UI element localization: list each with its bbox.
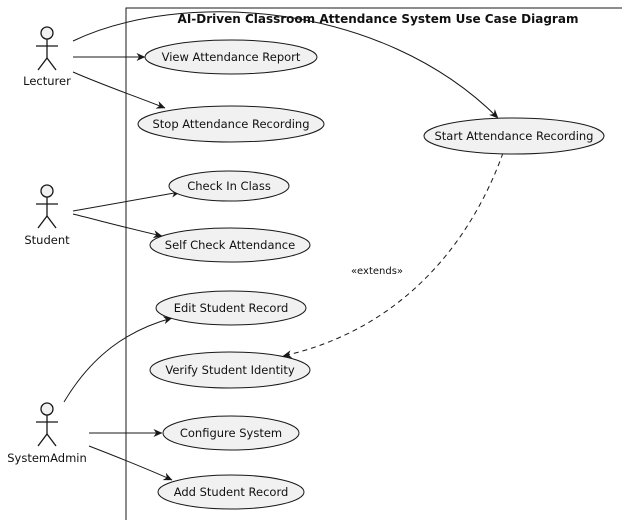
assoc-student-self-check <box>72 213 163 239</box>
use-case-add-record-label: Add Student Record <box>174 485 289 499</box>
use-case-self-check[interactable]: Self Check Attendance <box>149 227 311 263</box>
use-case-verify-identity-label: Verify Student Identity <box>165 363 294 377</box>
use-case-stop-recording-label: Stop Attendance Recording <box>152 117 309 131</box>
actor-student[interactable]: Student <box>24 184 70 247</box>
actor-student-label: Student <box>24 233 70 247</box>
extends-label: «extends» <box>351 266 403 277</box>
use-case-view-report[interactable]: View Attendance Report <box>144 39 318 75</box>
assoc-admin-add-record <box>88 445 173 481</box>
use-case-edit-record[interactable]: Edit Student Record <box>155 290 307 326</box>
diagram-title: AI-Driven Classroom Attendance System Us… <box>178 12 579 26</box>
assoc-admin-edit-record <box>63 316 173 403</box>
use-case-self-check-label: Self Check Attendance <box>165 238 295 252</box>
extends-start-to-verify <box>282 152 504 359</box>
lecturer-figure-icon <box>36 26 58 71</box>
use-case-view-report-label: View Attendance Report <box>162 50 301 64</box>
assoc-student-check-in <box>72 189 181 212</box>
assoc-lecturer-start-recording <box>72 11 499 119</box>
actor-system-admin-label: SystemAdmin <box>7 451 87 465</box>
actor-lecturer-label: Lecturer <box>23 74 71 88</box>
use-case-stop-recording[interactable]: Stop Attendance Recording <box>137 105 325 143</box>
use-case-verify-identity[interactable]: Verify Student Identity <box>149 351 311 389</box>
use-case-configure-label: Configure System <box>180 426 282 440</box>
use-case-check-in[interactable]: Check In Class <box>168 170 290 202</box>
use-case-edit-record-label: Edit Student Record <box>174 301 289 315</box>
system-admin-figure-icon <box>36 402 58 447</box>
system-boundary <box>125 7 622 520</box>
assoc-lecturer-stop-recording <box>72 71 166 109</box>
use-case-add-record[interactable]: Add Student Record <box>157 474 305 510</box>
student-figure-icon <box>36 184 58 229</box>
use-case-configure[interactable]: Configure System <box>162 415 300 451</box>
use-case-check-in-label: Check In Class <box>187 179 271 193</box>
actor-system-admin[interactable]: SystemAdmin <box>7 402 87 465</box>
actor-lecturer[interactable]: Lecturer <box>23 26 71 88</box>
use-case-start-recording[interactable]: Start Attendance Recording <box>423 117 605 155</box>
use-case-start-recording-label: Start Attendance Recording <box>434 129 593 143</box>
